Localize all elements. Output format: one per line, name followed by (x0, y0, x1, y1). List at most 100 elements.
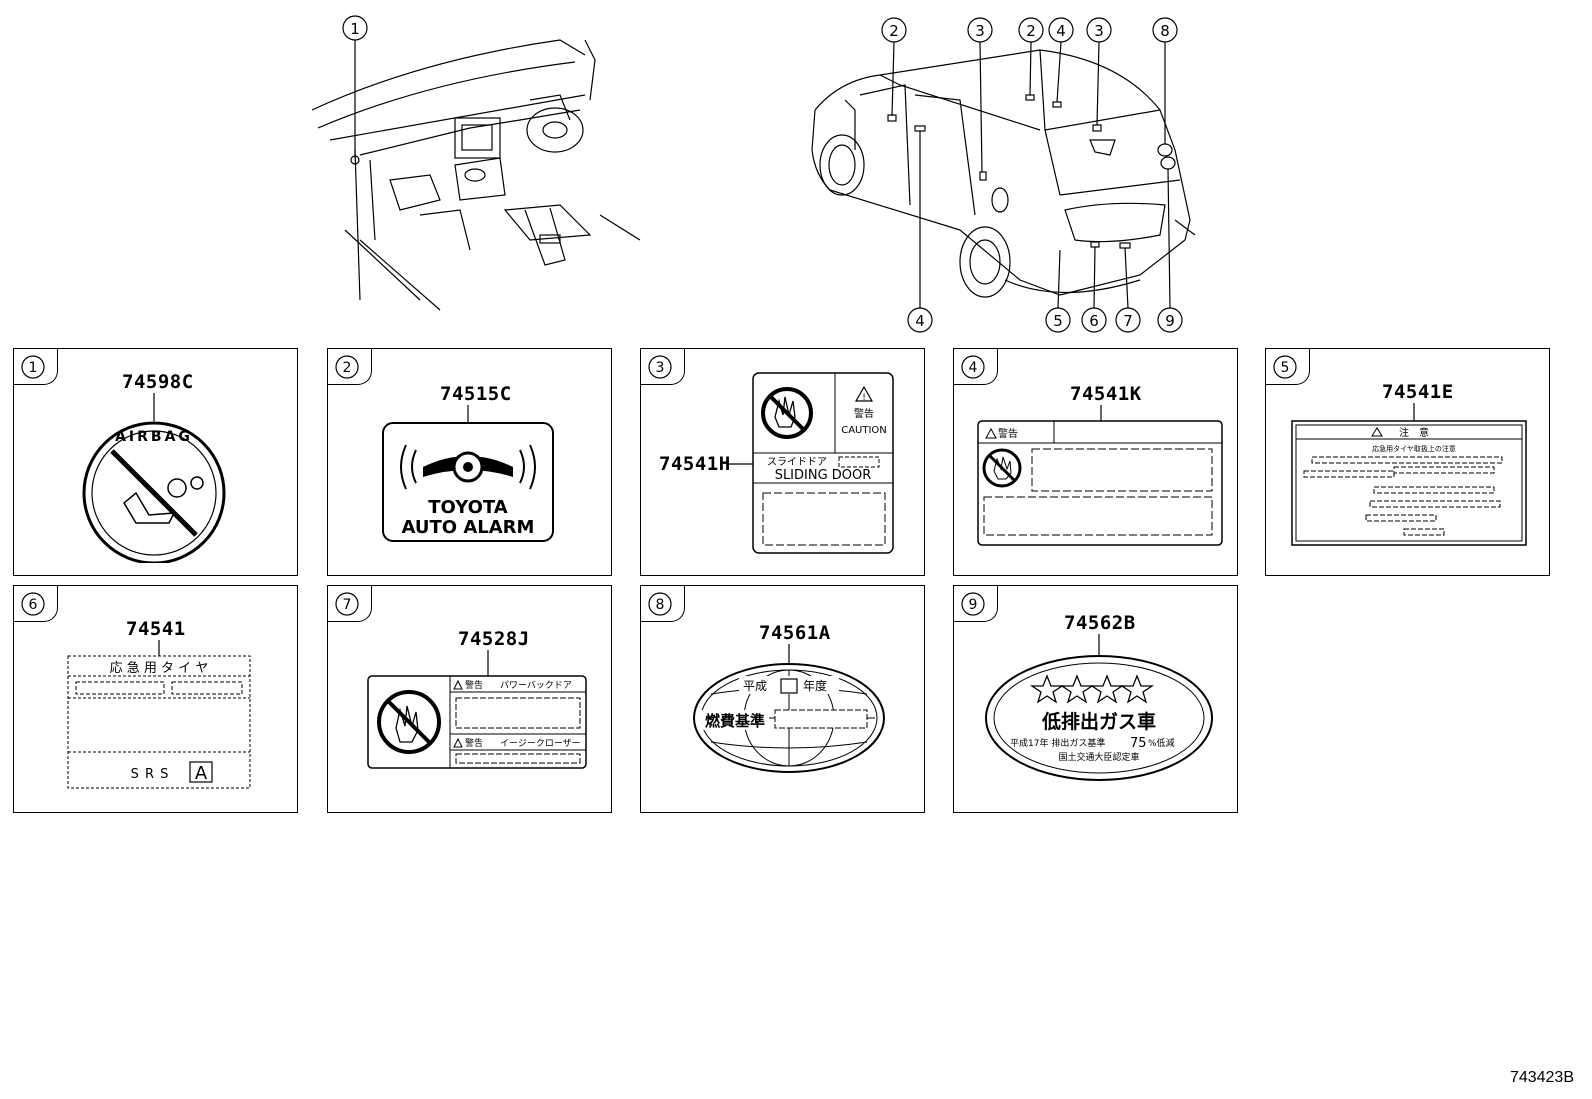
callout-1: 1 (342, 15, 368, 41)
callout-2: 2 (881, 17, 907, 43)
caution-label-graphic: 注 意 応急用タイヤ取扱上の注意 (1291, 403, 1527, 546)
callout-2: 2 (1018, 17, 1044, 43)
panel-number-tab: 6 (14, 586, 58, 622)
callout-4: 4 (907, 307, 933, 333)
svg-text:9: 9 (1165, 312, 1175, 330)
svg-text:AUTO ALARM: AUTO ALARM (402, 517, 535, 538)
label-panel-9: 9 74562B 低排出ガス車 平成17年 排出ガス基準 75 %低減 国土交通… (953, 585, 1238, 813)
svg-text:平成17年 排出ガス基準: 平成17年 排出ガス基準 (1010, 737, 1105, 749)
svg-text:8: 8 (1160, 22, 1170, 40)
part-number: 74528J (458, 628, 530, 650)
fuel-economy-label-graphic: 平成 年度 燃費基準 (693, 644, 885, 773)
svg-text:!: ! (862, 393, 866, 403)
illustration-code: 743423B (1509, 1069, 1574, 1086)
svg-text:8: 8 (656, 597, 665, 613)
star-rating-icons (1029, 674, 1155, 704)
svg-text:警告: 警告 (854, 407, 874, 420)
svg-text:AIRBAG: AIRBAG (115, 429, 193, 445)
panel-number-tab: 5 (1266, 349, 1310, 385)
svg-text:低排出ガス車: 低排出ガス車 (1041, 710, 1156, 733)
vehicle-illustration (811, 49, 1196, 298)
part-number: 74541K (1070, 383, 1142, 405)
svg-text:3: 3 (1094, 22, 1104, 40)
svg-text:3: 3 (975, 22, 985, 40)
svg-text:75: 75 (1130, 736, 1147, 751)
callout-9: 9 (1157, 307, 1183, 333)
callout-7: 7 (1115, 307, 1141, 333)
sliding-door-label-graphic: ! 警告 CAUTION スライドドア SLIDING DOOR (727, 372, 894, 554)
svg-text:4: 4 (1056, 22, 1066, 40)
svg-text:2: 2 (343, 360, 352, 376)
svg-text:S R S: S R S (131, 767, 170, 782)
svg-text:応急用タイヤ取扱上の注意: 応急用タイヤ取扱上の注意 (1372, 444, 1456, 453)
label-panel-5: 5 74541E 注 意 応急用タイヤ取扱上の注意 (1265, 348, 1550, 576)
panel-number-tab: 3 (641, 349, 685, 385)
part-number: 74561A (759, 622, 831, 644)
low-emission-label-graphic: 低排出ガス車 平成17年 排出ガス基準 75 %低減 国土交通大臣認定車 (985, 634, 1213, 781)
alarm-label-graphic: TOYOTA AUTO ALARM (382, 405, 554, 542)
svg-text:TOYOTA: TOYOTA (428, 497, 508, 518)
label-panel-7: 7 74528J 警告 パワーバックドア 警告 イージークローザー (327, 585, 612, 813)
svg-text:7: 7 (1123, 312, 1133, 330)
part-number: 74562B (1064, 612, 1136, 634)
panel-number-tab: 4 (954, 349, 998, 385)
svg-text:応 急 用 タ イ ヤ: 応 急 用 タ イ ヤ (110, 661, 209, 676)
svg-text:4: 4 (915, 312, 925, 330)
part-number: 74541 (126, 618, 186, 640)
part-number: 74515C (440, 383, 512, 405)
power-back-door-label-graphic: 警告 パワーバックドア 警告 イージークローザー (367, 650, 587, 769)
svg-text:国土交通大臣認定車: 国土交通大臣認定車 (1058, 751, 1139, 763)
label-panel-3: 3 74541H ! 警告 CAUTION スライドドア SLIDING DOO… (640, 348, 925, 576)
svg-text:CAUTION: CAUTION (841, 425, 887, 436)
part-number: 74541E (1382, 381, 1454, 403)
svg-text:SLIDING DOOR: SLIDING DOOR (775, 468, 872, 483)
svg-text:%低減: %低減 (1148, 737, 1175, 749)
svg-text:A: A (195, 763, 208, 784)
panel-number-tab: 7 (328, 586, 372, 622)
svg-text:1: 1 (29, 360, 38, 376)
svg-text:警告: 警告 (465, 679, 483, 691)
panel-number-tab: 1 (14, 349, 58, 385)
callout-4: 4 (1048, 17, 1074, 43)
callout-5: 5 (1045, 307, 1071, 333)
svg-text:6: 6 (29, 597, 38, 613)
svg-text:イージークローザー: イージークローザー (500, 738, 581, 749)
svg-text:5: 5 (1053, 312, 1063, 330)
svg-text:燃費基準: 燃費基準 (705, 712, 765, 730)
callout-3: 3 (967, 17, 993, 43)
panel-number-tab: 9 (954, 586, 998, 622)
spare-tire-label-graphic: 応 急 用 タ イ ヤ S R S A (67, 640, 251, 789)
airbag-label-graphic: AIRBAG (82, 393, 226, 563)
svg-text:1: 1 (350, 20, 360, 38)
svg-text:注 意: 注 意 (1399, 426, 1429, 439)
svg-text:スライドドア: スライドドア (767, 456, 827, 468)
overview-illustrations: 1 2 3 2 4 3 8 4 5 6 7 9 (311, 15, 1196, 333)
label-panel-2: 2 74515C TOYOTA AUTO ALARM (327, 348, 612, 576)
svg-text:警告: 警告 (998, 427, 1018, 440)
svg-text:平成: 平成 (743, 679, 767, 693)
callout-3: 3 (1086, 17, 1112, 43)
svg-text:年度: 年度 (803, 678, 827, 693)
svg-text:6: 6 (1089, 312, 1099, 330)
svg-text:5: 5 (1281, 360, 1290, 376)
warning-label-graphic: 警告 (977, 405, 1223, 546)
svg-text:7: 7 (343, 597, 352, 613)
panel-number-tab: 8 (641, 586, 685, 622)
panel-number-tab: 2 (328, 349, 372, 385)
svg-text:9: 9 (969, 597, 978, 613)
callout-6: 6 (1081, 307, 1107, 333)
svg-text:警告: 警告 (465, 737, 483, 749)
part-number: 74541H (659, 453, 731, 475)
label-panel-1: 1 74598C AIRBAG (13, 348, 298, 576)
svg-text:2: 2 (1026, 22, 1036, 40)
label-panel-4: 4 74541K 警告 (953, 348, 1238, 576)
callout-8: 8 (1152, 17, 1178, 43)
label-panel-8: 8 74561A 平成 年度 燃費基準 (640, 585, 925, 813)
label-panel-6: 6 74541 応 急 用 タ イ ヤ S R S A (13, 585, 298, 813)
part-number: 74598C (122, 371, 194, 393)
svg-text:2: 2 (889, 22, 899, 40)
dashboard-illustration (311, 39, 641, 311)
svg-text:3: 3 (656, 360, 665, 376)
svg-text:パワーバックドア: パワーバックドア (500, 680, 572, 691)
svg-text:4: 4 (969, 360, 978, 376)
